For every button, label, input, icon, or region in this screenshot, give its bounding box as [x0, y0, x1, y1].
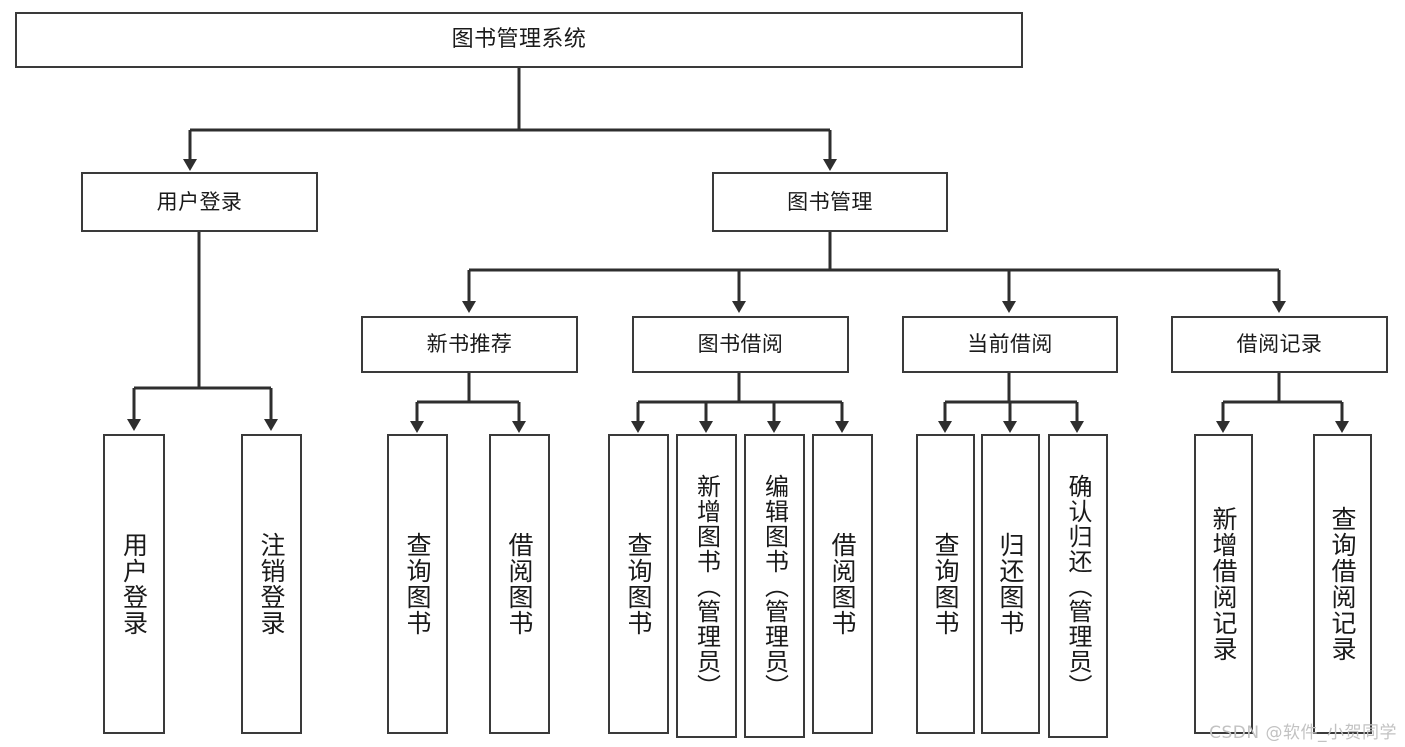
node-borrow-record[interactable]: 借阅记录 — [1171, 316, 1388, 373]
leaf-query-book-borrow[interactable]: 查询图书 — [608, 434, 669, 734]
node-label: 查询图书 — [931, 532, 960, 636]
leaf-query-book-recommend[interactable]: 查询图书 — [387, 434, 448, 734]
leaf-user-login[interactable]: 用户登录 — [103, 434, 165, 734]
node-label: 注销登录 — [257, 532, 286, 636]
leaf-borrow-book-recommend[interactable]: 借阅图书 — [489, 434, 550, 734]
leaf-confirm-return-admin[interactable]: 确认归还（管理员） — [1048, 434, 1108, 738]
node-label: 编辑图书（管理员） — [760, 473, 789, 699]
node-label: 图书管理 — [787, 189, 873, 214]
node-label: 新增借阅记录 — [1209, 506, 1238, 662]
leaf-return-book[interactable]: 归还图书 — [981, 434, 1040, 734]
node-current-borrow[interactable]: 当前借阅 — [902, 316, 1118, 373]
leaf-borrow-book[interactable]: 借阅图书 — [812, 434, 873, 734]
node-new-book-recommend[interactable]: 新书推荐 — [361, 316, 578, 373]
node-label: 新书推荐 — [426, 332, 513, 357]
node-label: 借阅图书 — [828, 532, 857, 636]
leaf-query-book-current[interactable]: 查询图书 — [916, 434, 975, 734]
leaf-edit-book-admin[interactable]: 编辑图书（管理员） — [744, 434, 805, 738]
node-root-library-system[interactable]: 图书管理系统 — [15, 12, 1023, 68]
csdn-watermark: CSDN @软件_小贺同学 — [1209, 723, 1397, 743]
node-label: 用户登录 — [119, 532, 149, 636]
node-label: 查询借阅记录 — [1328, 506, 1357, 662]
leaf-logout[interactable]: 注销登录 — [241, 434, 302, 734]
node-label: 当前借阅 — [967, 332, 1053, 357]
node-label: 查询图书 — [403, 532, 432, 636]
node-label: 新增图书（管理员） — [692, 473, 721, 699]
node-book-borrow[interactable]: 图书借阅 — [632, 316, 849, 373]
leaf-query-borrow-record[interactable]: 查询借阅记录 — [1313, 434, 1372, 734]
node-label: 图书借阅 — [697, 332, 784, 357]
node-user-login[interactable]: 用户登录 — [81, 172, 318, 232]
node-label: 借阅记录 — [1236, 332, 1323, 357]
leaf-add-book-admin[interactable]: 新增图书（管理员） — [676, 434, 737, 738]
node-label: 用户登录 — [156, 189, 243, 214]
node-label: 归还图书 — [996, 532, 1025, 636]
leaf-add-borrow-record[interactable]: 新增借阅记录 — [1194, 434, 1253, 734]
node-label: 借阅图书 — [505, 532, 534, 636]
node-label: 确认归还（管理员） — [1064, 473, 1092, 699]
node-label: 图书管理系统 — [451, 27, 587, 53]
node-book-management[interactable]: 图书管理 — [712, 172, 948, 232]
node-label: 查询图书 — [624, 532, 653, 636]
